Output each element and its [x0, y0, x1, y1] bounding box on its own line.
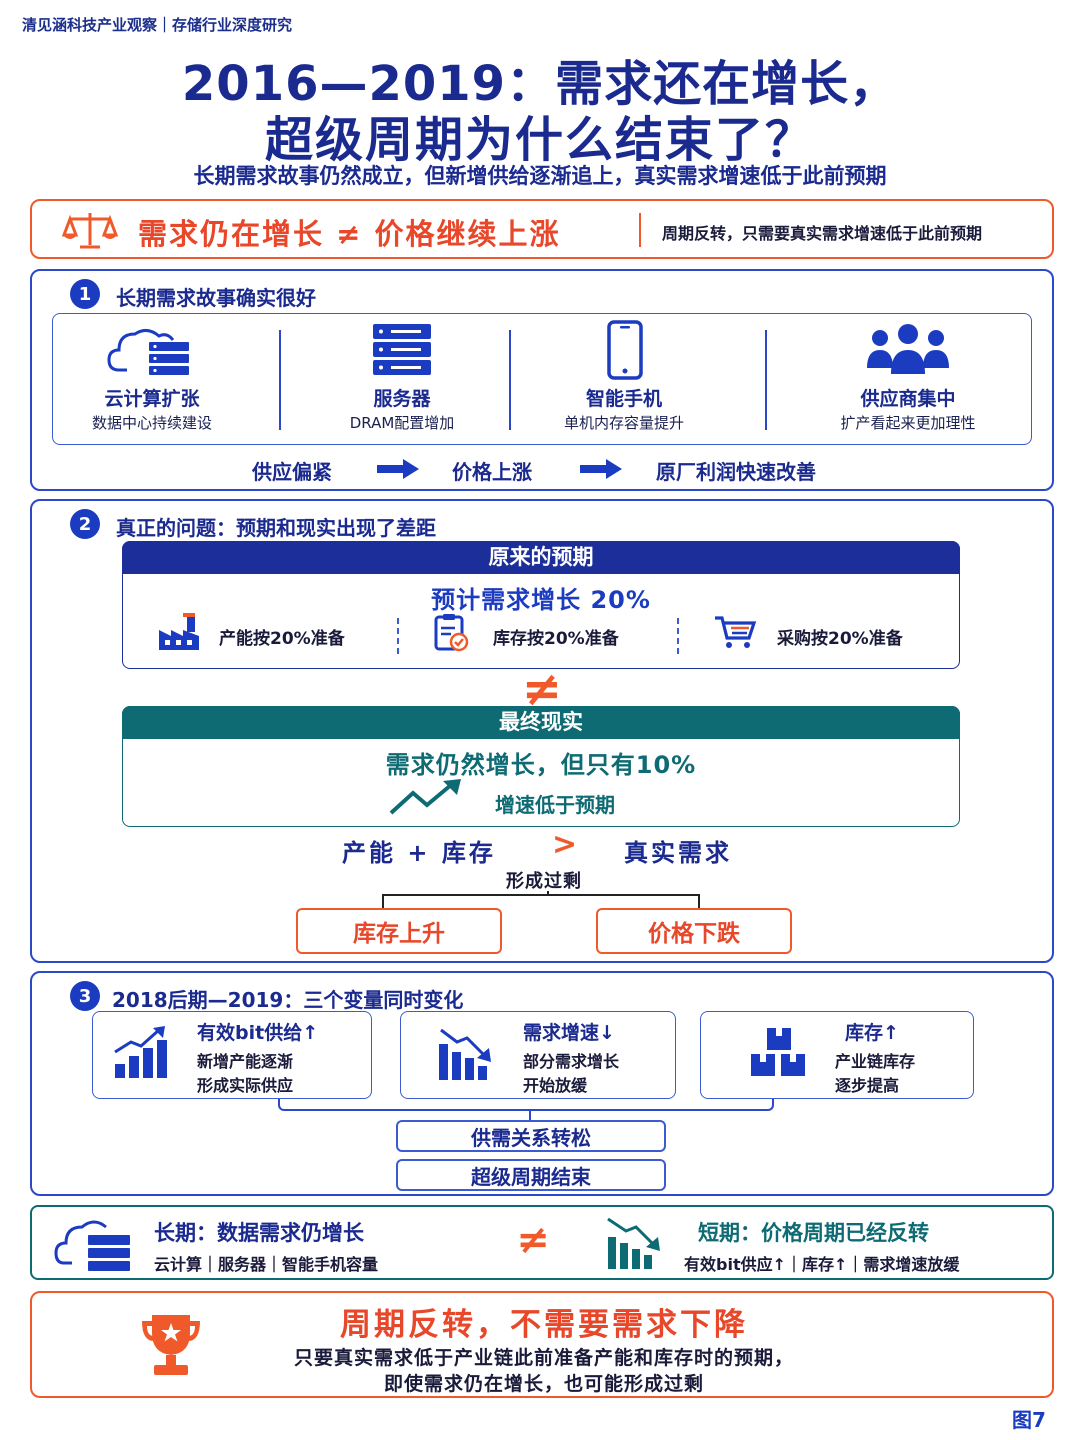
divider: [677, 618, 679, 654]
clipboard-check-icon: [434, 614, 469, 652]
outcome-inventory-up: 库存上升: [296, 908, 502, 954]
variable-card-supply: 有效bit供给↑ 新增产能逐渐 形成实际供应: [92, 1011, 372, 1099]
driver-sub-phone: 单机内存容量提升: [563, 414, 684, 432]
outcome-price-down: 价格下跌: [596, 908, 792, 954]
banner: 需求仍在增长 ≠ 价格继续上涨 周期反转，只需要真实需求增速低于此前预期: [30, 199, 1054, 259]
section-1: 1 长期需求故事确实很好 云计算扩张 数据中心持续建设 服务器 DRAM配置增加: [30, 269, 1054, 491]
cloud-server-icon: [54, 1220, 130, 1271]
bar-chart-up-icon: [114, 1026, 167, 1078]
summary-short-title: 短期：价格周期已经反转: [698, 1221, 929, 1245]
supply-title: 有效bit供给↑: [197, 1022, 319, 1044]
driver-title-server: 服务器: [373, 388, 431, 410]
section-2-badge: 2: [70, 509, 100, 539]
conclusion-box: 周期反转，不需要需求下降 只要真实需求低于产业链此前准备产能和库存时的预期， 即…: [30, 1291, 1054, 1398]
cart-icon: [715, 616, 757, 648]
flow-step-2: 价格上涨: [452, 460, 532, 484]
bracket-stem: [529, 1111, 531, 1121]
page-title-line2: 超级周期为什么结束了？: [264, 112, 815, 168]
expectation-main: 预计需求增长 20%: [431, 586, 651, 614]
section-1-title: 长期需求故事确实很好: [116, 286, 316, 310]
summary-long-title: 长期：数据需求仍增长: [154, 1221, 364, 1245]
scale-icon: [62, 213, 118, 249]
reality-header: 最终现实: [122, 706, 960, 739]
flow-step-3: 原厂利润快速改善: [656, 460, 816, 484]
summary-not-equal: ≠: [516, 1217, 550, 1263]
conclusion-line1: 只要真实需求低于产业链此前准备产能和库存时的预期，: [293, 1347, 794, 1369]
driver-title-supplier: 供应商集中: [860, 388, 956, 410]
brand-line: 清见涵科技产业观察｜存储行业深度研究: [22, 16, 293, 34]
bar-chart-down-icon: [607, 1217, 660, 1269]
divider: [397, 618, 399, 654]
result-label: 形成过剩: [506, 871, 582, 892]
reality-sub: 增速低于预期: [495, 793, 615, 817]
variable-card-inventory: 库存↑ 产业链库存 逐步提高: [700, 1011, 974, 1099]
expectation-item-inventory: 库存按20%准备: [493, 629, 619, 649]
tree-line: [382, 894, 384, 908]
section-3: 3 2018后期—2019：三个变量同时变化 有效bit供给↑ 新增产能逐渐 形…: [30, 971, 1054, 1196]
driver-title-cloud: 云计算扩张: [104, 388, 200, 410]
reality-box: 最终现实 需求仍然增长，但只有10% 增速低于预期: [122, 706, 960, 827]
driver-title-phone: 智能手机: [585, 388, 662, 410]
boxes-icon: [751, 1028, 805, 1076]
conclusion-title: 周期反转，不需要需求下降: [340, 1307, 748, 1343]
supply-line1: 新增产能逐渐: [197, 1052, 294, 1071]
driver-sub-server: DRAM配置增加: [349, 414, 455, 432]
flow-step-1: 供应偏紧: [252, 460, 332, 484]
supply-line2: 形成实际供应: [197, 1076, 294, 1095]
arrow-right-icon: [580, 459, 622, 479]
demand-drivers-panel: 云计算扩张 数据中心持续建设 服务器 DRAM配置增加 智能手机 单机内存容量提…: [52, 313, 1032, 445]
section-3-title: 2018后期—2019：三个变量同时变化: [112, 988, 464, 1012]
compare-left: 产能 + 库存: [342, 839, 496, 867]
summary-short-sub: 有效bit供应↑｜库存↑｜需求增速放缓: [684, 1255, 960, 1274]
result-supply-loosen: 供需关系转松: [396, 1120, 666, 1152]
expectation-box: 原来的预期 预计需求增长 20% 产能按20%准备 库存按20%准备: [122, 541, 960, 669]
banner-note: 周期反转，只需要真实需求增速低于此前预期: [662, 224, 983, 243]
section-2: 2 真正的问题：预期和现实出现了差距 原来的预期 预计需求增长 20% 产能按2…: [30, 499, 1054, 963]
reality-main: 需求仍然增长，但只有10%: [385, 751, 697, 779]
page-title-line1: 2016—2019：需求还在增长，: [181, 56, 899, 112]
inventory-line2: 逐步提高: [835, 1076, 900, 1095]
bar-chart-down-icon: [439, 1028, 491, 1080]
demand-line1: 部分需求增长: [523, 1052, 620, 1071]
divider: [509, 330, 511, 430]
trend-up-icon: [389, 779, 461, 815]
server-rack-icon: [373, 324, 431, 375]
divider: [765, 330, 767, 430]
page-subtitle: 长期需求故事仍然成立，但新增供给逐渐追上，真实需求增速低于此前预期: [193, 164, 887, 188]
conclusion-line2: 即使需求仍在增长，也可能形成过剩: [383, 1373, 704, 1395]
cloud-server-icon: [107, 329, 189, 375]
banner-divider: [639, 213, 641, 247]
expectation-header: 原来的预期: [122, 541, 960, 574]
trophy-icon: [142, 1315, 200, 1375]
driver-sub-supplier: 扩产看起来更加理性: [840, 414, 976, 432]
driver-sub-cloud: 数据中心持续建设: [91, 414, 212, 432]
factory-icon: [159, 613, 199, 650]
tree-line: [547, 891, 549, 895]
inventory-title: 库存↑: [845, 1022, 899, 1044]
compare-operator: >: [552, 827, 578, 862]
expectation-item-purchase: 采购按20%准备: [777, 629, 903, 649]
arrow-right-icon: [377, 459, 419, 479]
smartphone-icon: [607, 320, 643, 380]
people-group-icon: [867, 324, 949, 374]
summary-long-sub: 云计算｜服务器｜智能手机容量: [154, 1255, 379, 1274]
demand-line2: 开始放缓: [523, 1076, 588, 1095]
inventory-line1: 产业链库存: [835, 1052, 916, 1071]
tree-line: [382, 894, 700, 896]
figure-label: 图7: [1012, 1408, 1046, 1432]
section-2-title: 真正的问题：预期和现实出现了差距: [116, 516, 436, 540]
result-cycle-end: 超级周期结束: [396, 1159, 666, 1191]
demand-title: 需求增速↓: [523, 1022, 615, 1044]
variable-card-demand: 需求增速↓ 部分需求增长 开始放缓: [400, 1011, 676, 1099]
compare-right: 真实需求: [624, 839, 732, 867]
tree-line: [698, 894, 700, 908]
divider: [279, 330, 281, 430]
section-1-badge: 1: [70, 279, 100, 309]
section-3-badge: 3: [70, 981, 100, 1011]
summary-box: 长期：数据需求仍增长 云计算｜服务器｜智能手机容量 ≠ 短期：价格周期已经反转 …: [30, 1205, 1054, 1280]
expectation-item-capacity: 产能按20%准备: [219, 629, 345, 649]
bracket-line: [278, 1099, 774, 1111]
banner-headline: 需求仍在增长 ≠ 价格继续上涨: [138, 217, 561, 251]
